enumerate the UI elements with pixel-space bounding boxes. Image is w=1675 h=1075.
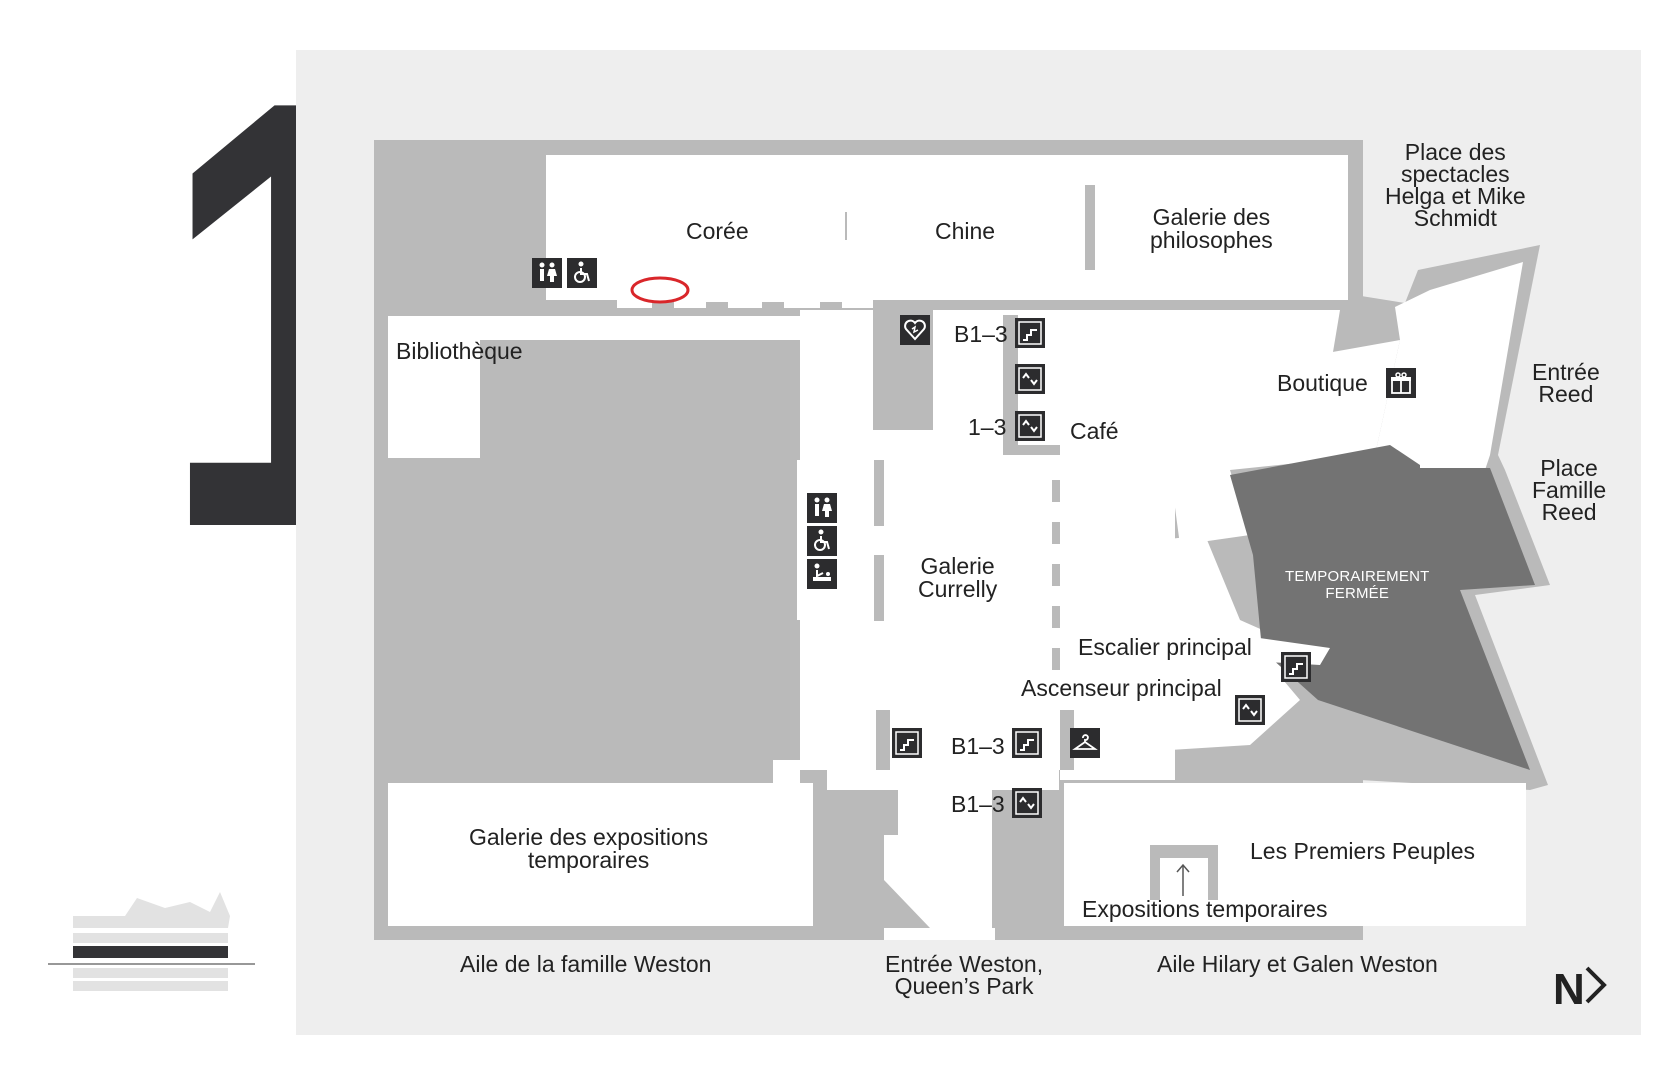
up-arrow-icon (1176, 863, 1190, 896)
room-label-escalier-principal: Escalier principal (1078, 634, 1252, 660)
compass-north-label: N (1553, 965, 1585, 1014)
elevator-icon (1012, 788, 1042, 818)
baby-change-icon (807, 559, 837, 589)
accessible-icon (567, 258, 597, 288)
accessible-icon (807, 526, 837, 556)
room-label-cafe: Café (1070, 418, 1119, 444)
north-arrow-icon (1585, 966, 1607, 1004)
room-label-ascenseur-principal: Ascenseur principal (1021, 675, 1222, 701)
building-legend-icon (48, 892, 255, 991)
level-label-elevator-mid: 1–3 (968, 414, 1007, 440)
defibrillator-icon (900, 315, 930, 345)
room-label-expositions-temporaires: Expositions temporaires (1082, 896, 1328, 922)
level-label-elevator-bottom: B1–3 (951, 791, 1005, 817)
outside-label-aile-hilary: Aile Hilary et Galen Weston (1157, 951, 1438, 977)
stairs-icon (892, 728, 922, 758)
stairs-icon (1012, 728, 1042, 758)
level-label-stairs-bottom: B1–3 (951, 733, 1005, 759)
room-label-premiers-peuples: Les Premiers Peuples (1250, 838, 1475, 864)
restroom-icon (532, 258, 562, 288)
coat-check-icon (1070, 728, 1100, 758)
stairs-icon (1281, 652, 1311, 682)
elevator-icon (1015, 364, 1045, 394)
outside-label-aile-weston: Aile de la famille Weston (460, 951, 712, 977)
stairs-icon (1015, 318, 1045, 348)
restroom-icon (807, 493, 837, 523)
highlight-marker (630, 276, 690, 304)
room-label-bibliotheque: Bibliothèque (396, 338, 523, 364)
level-label-stairs-top: B1–3 (954, 321, 1008, 347)
room-label-coree: Corée (686, 218, 749, 244)
gift-icon (1386, 368, 1416, 398)
room-label-chine: Chine (935, 218, 996, 244)
elevator-icon (1235, 695, 1265, 725)
outside-label-entree-weston: Entrée Weston,Queen’s Park (885, 951, 1044, 999)
room-label-boutique: Boutique (1277, 370, 1368, 396)
elevator-icon (1015, 411, 1045, 441)
